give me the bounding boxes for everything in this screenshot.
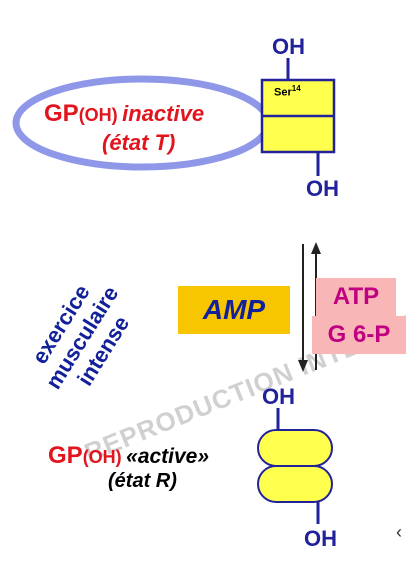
gp-active-oh: (OH) [82,447,122,467]
top-enzyme-lower-oh: OH [306,176,339,201]
gp-inactive-title: GP(OH) inactive [44,100,204,128]
ser-text: Ser [274,86,292,99]
gp-active-state: «active» [126,445,210,468]
gp-active-gp: GP [48,442,83,469]
ser-label: Ser14 [274,84,301,99]
bottom-enzyme-upper-oh: OH [262,384,295,409]
atp-inhibitor: ATP [316,278,396,316]
bottom-enzyme-lower-oh: OH [304,526,337,551]
gp-inactive-oh: (OH) [78,105,118,125]
edge-mark: ‹ [396,522,402,542]
gp-inactive-state: inactive [122,101,205,126]
arrow-up-head [311,242,321,254]
bottom-enzyme-subunit-lower [257,465,333,503]
amp-activator: AMP [178,286,290,334]
gp-active-state-name: (état R) [108,470,177,492]
gp-active-title: GP(OH) «active» [48,442,209,470]
gp-inactive-gp: GP [44,100,79,127]
bottom-enzyme-subunit-upper [257,429,333,467]
top-enzyme-upper-oh: OH [272,34,305,59]
g6p-inhibitor: G 6-P [312,316,406,354]
arrow-down-head [298,360,308,372]
gp-inactive-state-name: (état T) [102,130,176,155]
ser-superscript: 14 [291,84,301,93]
